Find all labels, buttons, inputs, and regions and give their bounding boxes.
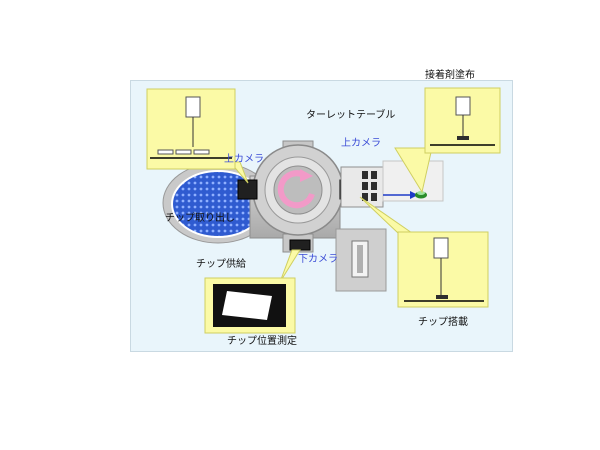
turret-table-label: ターレットテーブル: [306, 110, 396, 121]
lower-camera-block: [289, 239, 311, 251]
lower-camera-label: 下カメラ: [298, 254, 338, 265]
upper-camera-right-label: 上カメラ: [341, 138, 381, 149]
upper-camera-left-label: 上カメラ: [224, 154, 264, 165]
callout-mounting: [359, 196, 489, 308]
chip-mounting-label: チップ搭載: [418, 317, 468, 328]
chip-pickup-label: チップ取り出し: [165, 213, 235, 224]
chip-supply-label: チップ供給: [196, 259, 246, 270]
chip-position-label: チップ位置測定: [227, 336, 297, 347]
adhesive-label: 接着剤塗布: [425, 70, 475, 81]
callout-pickup: [146, 88, 249, 184]
callout-position: [204, 249, 301, 334]
callout-adhesive: [394, 87, 501, 194]
left-camera-block: [237, 179, 258, 200]
